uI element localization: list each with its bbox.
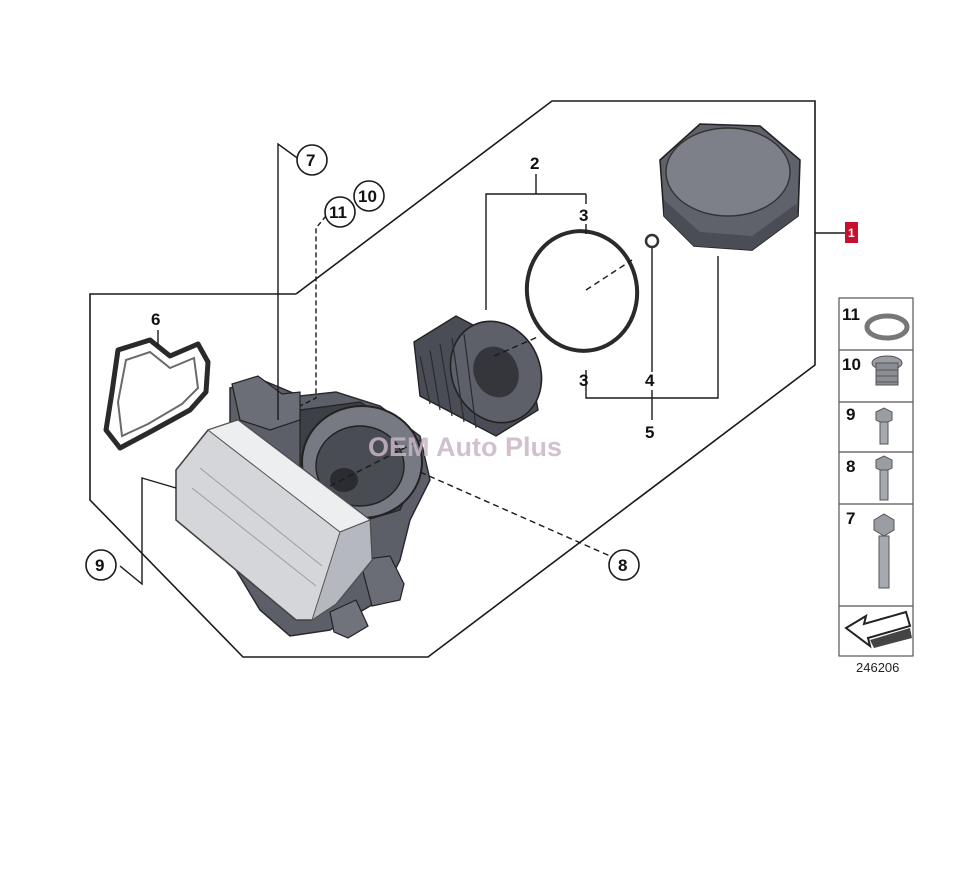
- callout-8[interactable]: 8: [608, 549, 640, 581]
- callout-4[interactable]: 4: [645, 371, 655, 390]
- watermark: OEM Auto Plus: [368, 432, 562, 462]
- callout-9[interactable]: 9: [85, 549, 117, 581]
- filter-housing-assembly: [175, 375, 431, 639]
- assembly-outline: [89, 100, 816, 658]
- medium-bolt-icon: [875, 455, 893, 473]
- seal-ring-part-4: [644, 233, 660, 249]
- callout-10[interactable]: 10: [353, 180, 385, 212]
- callout-6[interactable]: 6: [151, 310, 160, 329]
- gasket-part-6: [103, 330, 211, 451]
- callout-3-bottom[interactable]: 3: [579, 371, 588, 390]
- callout-5[interactable]: 5: [645, 423, 654, 442]
- filter-cap: [659, 123, 801, 251]
- washer-icon: [864, 313, 910, 341]
- side-item-7-label[interactable]: 7: [846, 509, 855, 528]
- callout-8-circle: [608, 549, 640, 581]
- side-item-8-label[interactable]: 8: [846, 457, 855, 476]
- callout-7-circle: [296, 144, 328, 176]
- callout-9-label: 9: [95, 556, 104, 575]
- short-bolt-icon: [875, 407, 893, 425]
- callout-1[interactable]: 1: [845, 222, 858, 243]
- filter-element: [413, 315, 543, 437]
- callout-1-badge: [845, 222, 858, 243]
- callout-3-top[interactable]: 3: [579, 206, 588, 225]
- o-ring-part-3: [524, 229, 640, 353]
- leader-lines: [119, 142, 719, 586]
- side-item-10-label[interactable]: 10: [842, 355, 861, 374]
- callout-7-label: 7: [306, 151, 315, 170]
- side-item-9-label[interactable]: 9: [846, 405, 855, 424]
- side-panel: 11 10 9 8 7: [838, 297, 914, 657]
- callout-11[interactable]: 11: [324, 196, 356, 228]
- side-panel-frame: [838, 297, 914, 657]
- callout-11-circle: [324, 196, 356, 228]
- callout-11-label: 11: [329, 203, 347, 222]
- direction-arrow-icon: [844, 610, 912, 649]
- long-bolt-icon: [873, 513, 895, 537]
- callout-2[interactable]: 2: [530, 154, 539, 173]
- callout-1-label: 1: [848, 226, 855, 240]
- callout-8-label: 8: [618, 556, 627, 575]
- callout-10-circle: [353, 180, 385, 212]
- diagram-ref-number: 246206: [856, 660, 899, 675]
- callout-9-circle: [85, 549, 117, 581]
- side-item-11-label[interactable]: 11: [842, 305, 860, 324]
- callout-10-label: 10: [358, 187, 377, 206]
- callout-7[interactable]: 7: [296, 144, 328, 176]
